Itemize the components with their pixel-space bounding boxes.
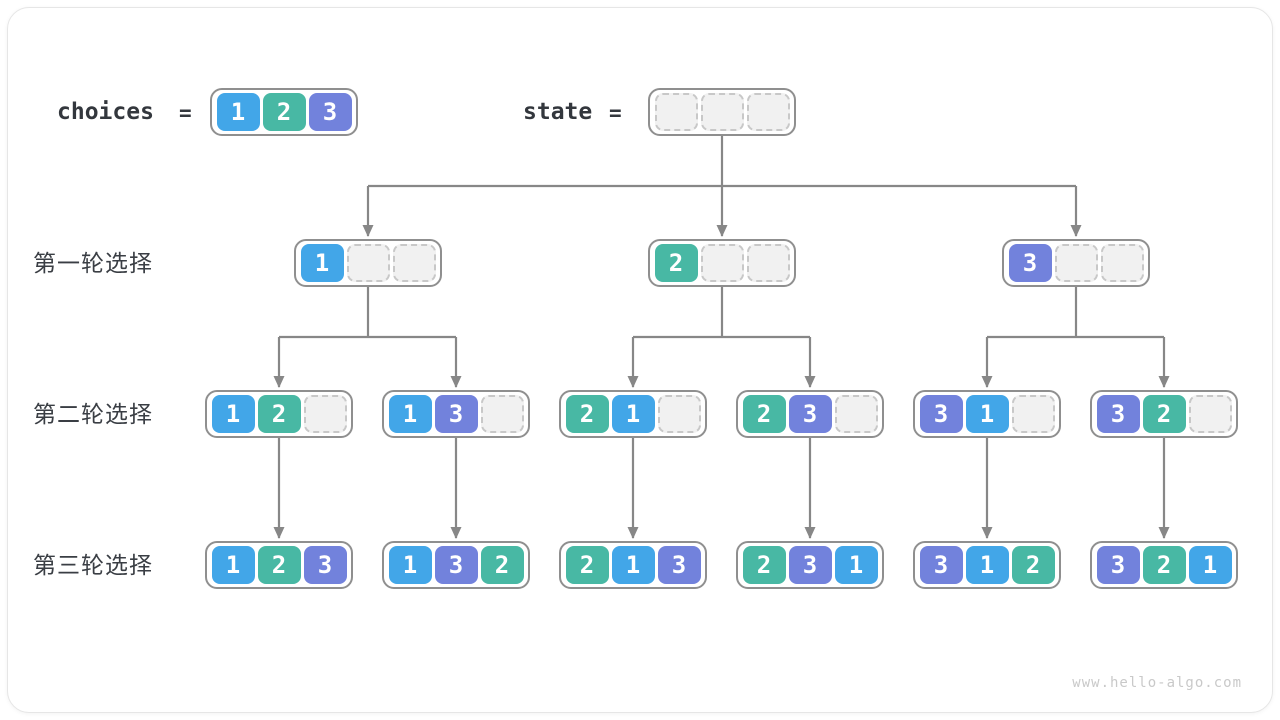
watermark-url: www.hello-algo.com — [1072, 675, 1242, 691]
empty-cell — [303, 395, 347, 433]
value-cell-3: 3 — [657, 546, 701, 584]
value-cell-2: 2 — [480, 546, 524, 584]
value-cell-3: 3 — [788, 546, 832, 584]
empty-cell — [1011, 395, 1055, 433]
value-cell-3: 3 — [919, 395, 963, 433]
state-label: state — [523, 99, 593, 125]
value-cell-1: 1 — [388, 546, 432, 584]
choices-label: choices — [57, 99, 154, 125]
empty-cell — [700, 244, 744, 282]
empty-cell — [1054, 244, 1098, 282]
value-cell-3: 3 — [788, 395, 832, 433]
value-cell-2: 2 — [1142, 395, 1186, 433]
empty-cell — [700, 93, 744, 131]
value-cell-3: 3 — [303, 546, 347, 584]
value-cell-1: 1 — [388, 395, 432, 433]
array-node-2__: 2 — [648, 239, 796, 287]
array-node-___ — [648, 88, 796, 136]
value-cell-1: 1 — [216, 93, 260, 131]
empty-cell — [1188, 395, 1232, 433]
value-cell-3: 3 — [434, 546, 478, 584]
state-equals-sign: = — [609, 101, 622, 125]
empty-cell — [746, 244, 790, 282]
choices-equals-sign: = — [179, 101, 192, 125]
value-cell-3: 3 — [434, 395, 478, 433]
value-cell-1: 1 — [211, 546, 255, 584]
value-cell-1: 1 — [611, 395, 655, 433]
array-node-3__: 3 — [1002, 239, 1150, 287]
value-cell-3: 3 — [1096, 395, 1140, 433]
value-cell-2: 2 — [1011, 546, 1055, 584]
value-cell-3: 3 — [1008, 244, 1052, 282]
empty-cell — [1100, 244, 1144, 282]
value-cell-1: 1 — [611, 546, 655, 584]
empty-cell — [654, 93, 698, 131]
empty-cell — [657, 395, 701, 433]
value-cell-2: 2 — [1142, 546, 1186, 584]
empty-cell — [392, 244, 436, 282]
array-node-1__: 1 — [294, 239, 442, 287]
value-cell-2: 2 — [742, 546, 786, 584]
value-cell-2: 2 — [565, 546, 609, 584]
value-cell-1: 1 — [834, 546, 878, 584]
row-label-round-2: 第二轮选择 — [33, 401, 153, 427]
value-cell-1: 1 — [965, 546, 1009, 584]
value-cell-1: 1 — [1188, 546, 1232, 584]
empty-cell — [746, 93, 790, 131]
value-cell-2: 2 — [654, 244, 698, 282]
empty-cell — [834, 395, 878, 433]
value-cell-1: 1 — [300, 244, 344, 282]
value-cell-3: 3 — [919, 546, 963, 584]
value-cell-2: 2 — [565, 395, 609, 433]
empty-cell — [480, 395, 524, 433]
empty-cell — [346, 244, 390, 282]
row-label-round-3: 第三轮选择 — [33, 552, 153, 578]
value-cell-2: 2 — [257, 395, 301, 433]
value-cell-1: 1 — [211, 395, 255, 433]
value-cell-3: 3 — [1096, 546, 1140, 584]
value-cell-1: 1 — [965, 395, 1009, 433]
value-cell-2: 2 — [742, 395, 786, 433]
value-cell-2: 2 — [257, 546, 301, 584]
row-label-round-1: 第一轮选择 — [33, 250, 153, 276]
value-cell-3: 3 — [308, 93, 352, 131]
value-cell-2: 2 — [262, 93, 306, 131]
